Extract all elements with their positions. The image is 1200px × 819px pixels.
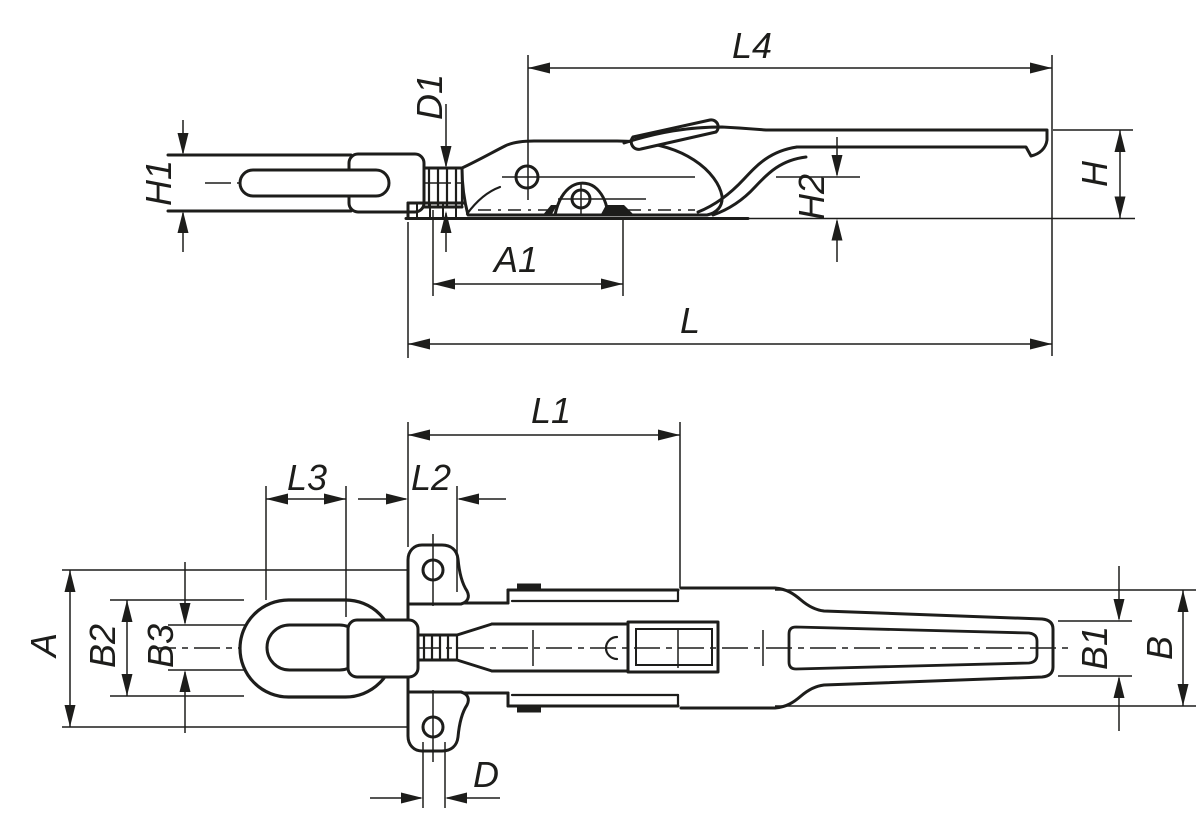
dim-A1: A1 xyxy=(432,210,624,296)
dim-A: A xyxy=(23,570,76,727)
lever-side xyxy=(622,125,1049,217)
dim-label-L3: L3 xyxy=(287,457,327,498)
dim-label-L4: L4 xyxy=(732,25,772,66)
swivel-block-plan xyxy=(346,618,420,679)
dim-D1: D1 xyxy=(409,74,452,252)
dim-label-B: B xyxy=(1139,636,1180,660)
dim-label-D1: D1 xyxy=(409,74,450,120)
plan-dimensions: L1 L2 L3 xyxy=(23,390,1189,808)
dim-B1: B1 xyxy=(1058,566,1132,731)
dim-D: D xyxy=(370,742,500,808)
dim-label-D: D xyxy=(473,754,499,795)
dim-label-A: A xyxy=(23,633,64,659)
dim-L1: L1 xyxy=(407,390,681,588)
threaded-rod-side xyxy=(422,166,464,209)
dim-label-B2: B2 xyxy=(82,624,123,668)
dim-label-H1: H1 xyxy=(138,160,179,206)
body-fold-line xyxy=(465,185,502,216)
eye-slot-side xyxy=(238,168,391,198)
dim-label-L: L xyxy=(680,300,700,341)
dim-label-L2: L2 xyxy=(411,457,451,498)
catch-bracket xyxy=(542,181,646,217)
side-dimensions: L4 L A1 xyxy=(138,25,1133,358)
dim-L4: L4 xyxy=(527,25,1053,356)
spring-anchor-arc xyxy=(604,635,619,661)
ear-bottom xyxy=(406,690,470,753)
dim-B: B xyxy=(1139,590,1189,706)
ear-top xyxy=(406,543,470,606)
dim-label-B1: B1 xyxy=(1074,626,1115,670)
frame-rails xyxy=(506,583,680,713)
dim-H: H xyxy=(1053,129,1133,219)
dim-H2: H2 xyxy=(776,137,860,262)
base-plate-side xyxy=(404,201,1135,220)
spring-clip xyxy=(629,118,720,151)
dim-L3: L3 xyxy=(265,457,347,617)
dim-label-H2: H2 xyxy=(791,174,832,220)
dim-L2: L2 xyxy=(358,457,506,592)
slider-block xyxy=(626,620,720,674)
plan-view: L1 L2 L3 xyxy=(23,390,1196,808)
dim-B3: B3 xyxy=(140,562,191,733)
pivot-hole xyxy=(502,164,695,190)
dim-label-H: H xyxy=(1074,160,1115,187)
dim-label-A1: A1 xyxy=(492,239,538,280)
eye-bolt-side xyxy=(166,153,353,213)
lever-plan xyxy=(679,586,1055,710)
dim-L: L xyxy=(407,222,1052,358)
dim-H1: H1 xyxy=(138,120,189,252)
dim-label-L1: L1 xyxy=(531,390,571,431)
dim-label-B3: B3 xyxy=(140,624,181,668)
dim-B2: B2 xyxy=(82,600,133,696)
threaded-rod-plan xyxy=(416,622,630,673)
side-view: L4 L A1 xyxy=(138,25,1135,358)
